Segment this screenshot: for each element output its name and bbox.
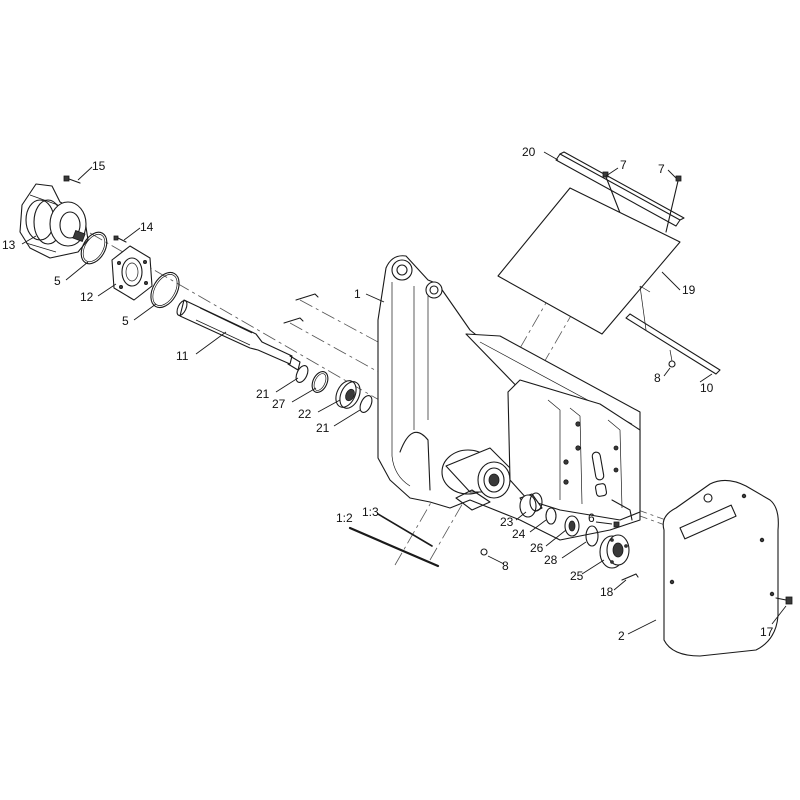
callout-12: 12 — [80, 290, 94, 304]
callout-7b: 7 — [658, 162, 665, 176]
o-ring-part-5a — [80, 231, 108, 265]
washer-part-24 — [545, 507, 557, 525]
leader-lines — [21, 151, 787, 635]
seal-part-28 — [585, 525, 599, 547]
shaft-part-11 — [176, 299, 301, 371]
callout-15: 15 — [92, 159, 106, 173]
decal-part-1-2 — [348, 526, 440, 568]
callout-5b: 5 — [122, 314, 129, 328]
callout-13: 13 — [2, 238, 16, 252]
bolt-part-6 — [613, 521, 620, 528]
callout-2: 2 — [618, 629, 625, 643]
flap-part-19 — [497, 187, 681, 335]
bolt-part-15 — [63, 175, 81, 184]
pin-part-18 — [621, 573, 639, 581]
bolt-part-7b — [665, 175, 682, 233]
motor-part-13 — [19, 183, 89, 259]
callout-14: 14 — [140, 220, 154, 234]
callout-19: 19 — [682, 283, 696, 297]
callout-10: 10 — [700, 381, 714, 395]
callout-7a: 7 — [620, 158, 627, 172]
o-ring-part-5b — [150, 271, 180, 309]
bushing-part-23 — [519, 492, 543, 518]
retaining-ring-part-27 — [311, 371, 329, 393]
callout-27: 27 — [272, 397, 286, 411]
flange-part-12 — [111, 245, 153, 301]
callout-22: 22 — [298, 407, 312, 421]
callout-24: 24 — [512, 527, 526, 541]
callout-1-2: 1:2 — [336, 511, 353, 525]
callout-25: 25 — [570, 569, 584, 583]
callout-21b: 21 — [316, 421, 330, 435]
frame-part-1 — [377, 255, 641, 541]
callout-1-3: 1:3 — [362, 505, 379, 519]
bearing-part-22 — [335, 380, 361, 409]
decal-part-1-3 — [377, 513, 433, 547]
nut-part-8a — [668, 349, 676, 368]
callout-8a: 8 — [654, 371, 661, 385]
strap-part-10 — [625, 285, 721, 375]
pin-part-14 — [113, 235, 127, 243]
callout-28: 28 — [544, 553, 558, 567]
hub-part-25 — [599, 534, 630, 569]
callout-8b: 8 — [502, 559, 509, 573]
callout-18: 18 — [600, 585, 614, 599]
bolt-part-17 — [775, 596, 793, 605]
nut-part-8b — [480, 548, 488, 556]
callout-6: 6 — [588, 511, 595, 525]
bracket-part-20 — [555, 151, 685, 227]
snap-ring-part-21a — [295, 365, 309, 383]
callout-11: 11 — [176, 349, 189, 363]
cover-part-2 — [662, 479, 779, 657]
pins-upper — [283, 293, 319, 324]
callout-21a: 21 — [256, 387, 270, 401]
snap-ring-part-21b — [359, 395, 373, 413]
callout-26: 26 — [530, 541, 544, 555]
callout-17: 17 — [760, 625, 774, 639]
callout-5a: 5 — [54, 274, 61, 288]
callout-23: 23 — [500, 515, 514, 529]
callout-labels: 15 13 14 5 12 5 11 21 27 22 21 1 20 7 7 … — [2, 145, 774, 643]
bearing-part-26 — [564, 515, 580, 537]
callout-1: 1 — [354, 287, 361, 301]
callout-20: 20 — [522, 145, 536, 159]
